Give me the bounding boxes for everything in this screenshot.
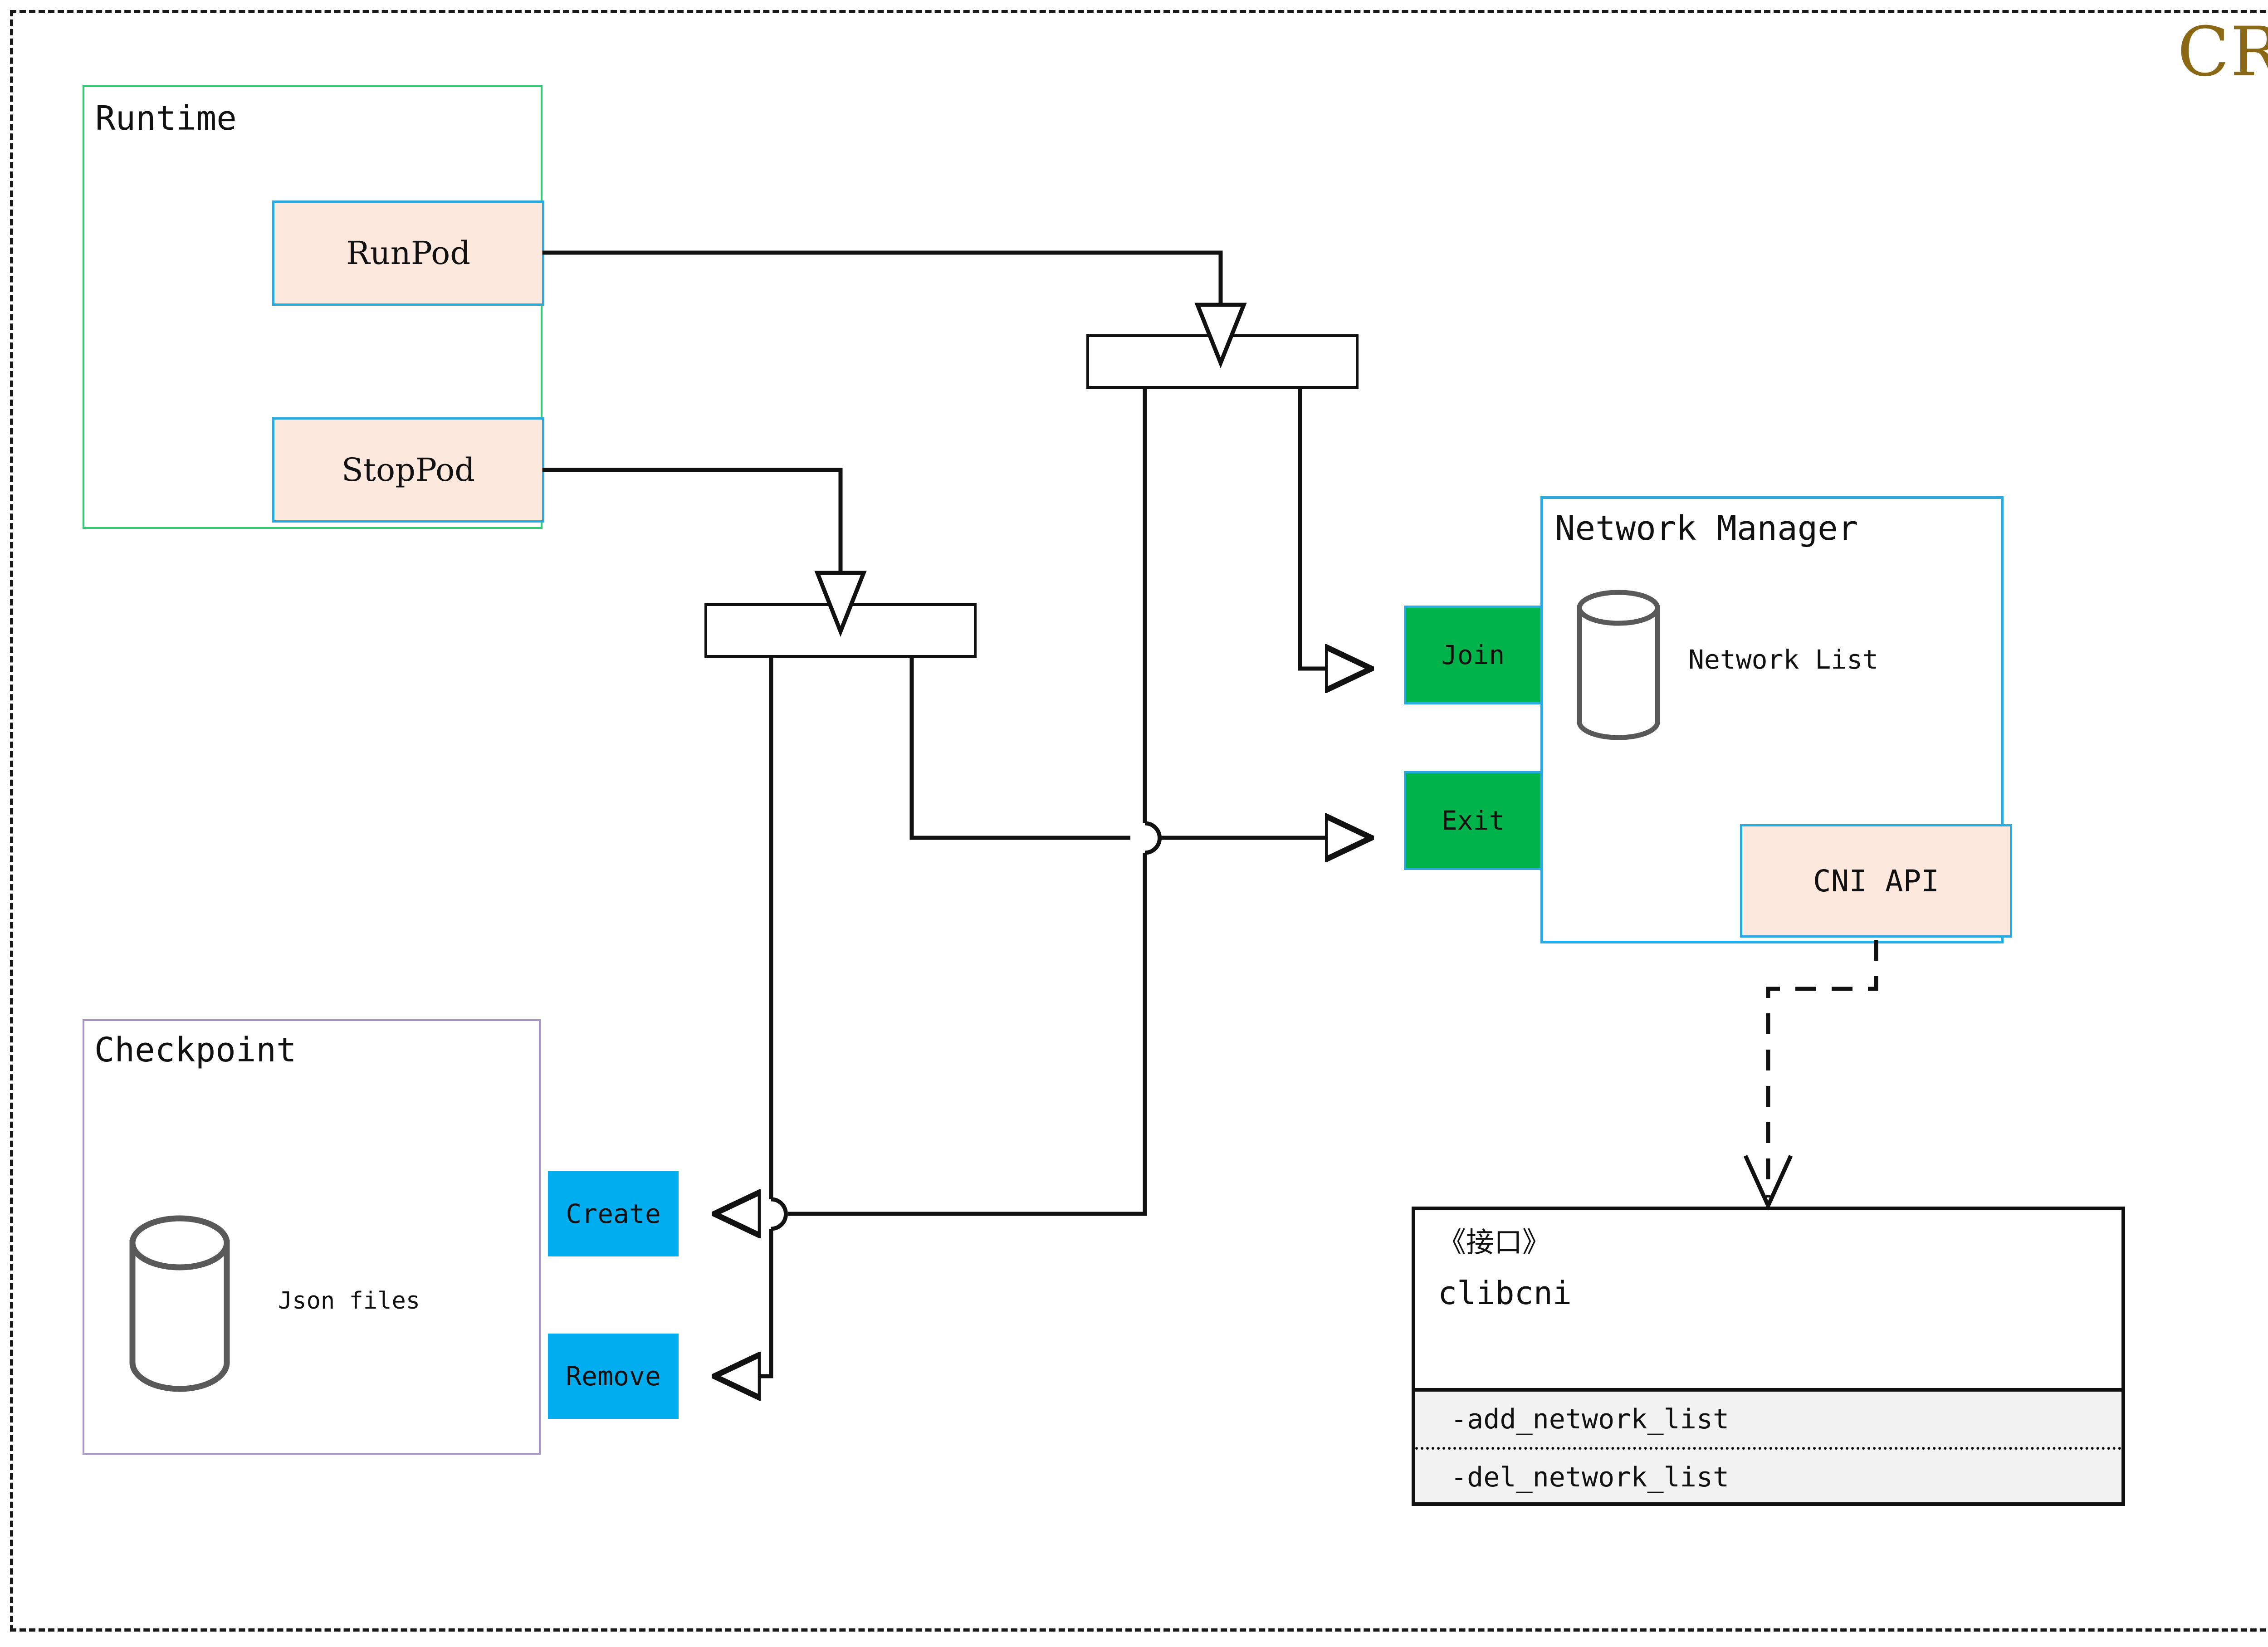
clibcni-name: clibcni (1438, 1274, 1572, 1312)
checkpoint-group (83, 1019, 541, 1455)
clibcni-method-add: -add_network_list (1451, 1403, 1730, 1435)
cni-api-box[interactable]: CNI API (1740, 824, 2012, 938)
runpod-fork-bar (1086, 334, 1359, 389)
network-list-label: Network List (1688, 644, 1879, 675)
diagram-outer-frame (10, 10, 2268, 1632)
network-manager-title: Network Manager (1555, 509, 1858, 548)
stoppod-fork-bar (704, 603, 977, 658)
diagram-title: CRI (2177, 13, 2268, 92)
clibcni-methods: -add_network_list -del_network_list (1415, 1392, 2121, 1502)
clibcni-stereotype: 《接口》 (1438, 1226, 1551, 1259)
remove-operation[interactable]: Remove (548, 1334, 679, 1419)
stoppod-operation[interactable]: StopPod (272, 417, 544, 523)
json-files-label: Json files (278, 1287, 420, 1315)
join-port[interactable]: Join (1404, 606, 1542, 704)
clibcni-header: 《接口》 clibcni (1415, 1210, 2121, 1392)
create-operation[interactable]: Create (548, 1171, 679, 1256)
clibcni-method-del: -del_network_list (1415, 1447, 2121, 1502)
runpod-operation[interactable]: RunPod (272, 200, 544, 306)
runtime-group-title: Runtime (95, 99, 237, 138)
checkpoint-group-title: Checkpoint (94, 1031, 297, 1070)
clibcni-interface-box: 《接口》 clibcni -add_network_list -del_netw… (1412, 1207, 2125, 1506)
exit-port[interactable]: Exit (1404, 771, 1542, 870)
